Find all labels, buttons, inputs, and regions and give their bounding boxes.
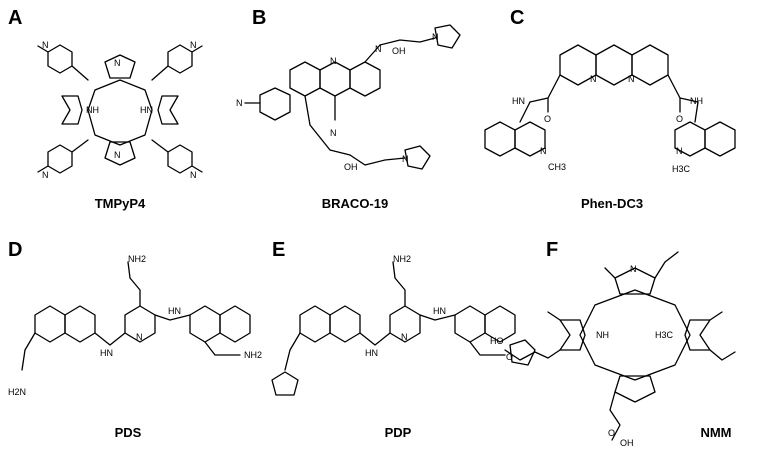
compound-name-phendc3: Phen-DC3: [581, 196, 643, 211]
panel-b: B N N OH N N N OH N BRACO-19: [236, 7, 461, 211]
panel-label-d: D: [8, 239, 22, 261]
atom-label: N: [42, 40, 49, 50]
atom-label: NH2: [393, 254, 411, 264]
atom-label: N: [114, 58, 121, 68]
atom-label: H3C: [672, 164, 691, 174]
atom-label: N: [540, 146, 547, 156]
compound-name-pdp: PDP: [385, 425, 412, 440]
compound-name-nmm: NMM: [700, 425, 731, 440]
atom-label: O: [676, 114, 683, 124]
panel-c: C N N HN NH O O N CH3 N H3C Phen-DC3: [484, 7, 736, 211]
atom-label: N: [401, 332, 408, 342]
atom-label: N: [114, 150, 121, 160]
panel-label-e: E: [272, 239, 285, 261]
panel-f: F HO O O OH NH H3C N NMM: [490, 239, 736, 448]
pds-structure: NH2 H2N NH2 HN HN N: [8, 254, 262, 397]
atom-label: NH: [86, 105, 99, 115]
tmpyp4-structure: N N NH HN N N N N: [37, 40, 203, 180]
atom-label: N: [432, 32, 439, 42]
atom-label: NH2: [128, 254, 146, 264]
atom-label: OH: [392, 46, 406, 56]
atom-label: O: [544, 114, 551, 124]
atom-label: OH: [344, 162, 358, 172]
atom-label: N: [330, 128, 337, 138]
atom-label: N: [402, 154, 409, 164]
atom-label: N: [676, 146, 683, 156]
atom-label: N: [590, 74, 597, 84]
atom-label: CH3: [548, 162, 566, 172]
braco19-structure: N N OH N N N OH N: [236, 24, 461, 172]
atom-label: N: [190, 170, 197, 180]
atom-label: N: [628, 74, 635, 84]
compound-name-pds: PDS: [115, 425, 142, 440]
atom-label: HN: [168, 306, 181, 316]
atom-label: O: [608, 428, 615, 438]
compound-name-tmpyp4: TMPyP4: [95, 196, 146, 211]
atom-label: HN: [100, 348, 113, 358]
panel-d: D NH2 H2N NH2 HN HN N PDS: [8, 239, 262, 440]
panel-e: E NH2 HN HN N PDP: [271, 239, 536, 440]
atom-label: HN: [433, 306, 446, 316]
atom-label: HN: [365, 348, 378, 358]
phendc3-structure: N N HN NH O O N CH3 N H3C: [484, 44, 736, 174]
atom-label: N: [236, 98, 243, 108]
atom-label: NH2: [244, 350, 262, 360]
pdp-structure: NH2 HN HN N: [271, 254, 536, 396]
atom-label: NH: [596, 330, 609, 340]
panel-a: A N N NH HN N N N N TMPyP4: [8, 7, 203, 211]
panel-label-b: B: [252, 7, 266, 29]
atom-label: HN: [140, 105, 153, 115]
panel-label-a: A: [8, 7, 22, 29]
atom-label: N: [190, 40, 197, 50]
atom-label: H3C: [655, 330, 674, 340]
atom-label: HO: [490, 336, 504, 346]
atom-label: OH: [620, 438, 634, 448]
atom-label: O: [506, 352, 513, 362]
panel-label-f: F: [546, 239, 558, 261]
atom-label: N: [630, 264, 637, 274]
nmm-structure: HO O O OH NH H3C N: [490, 251, 736, 448]
panel-label-c: C: [510, 7, 524, 29]
atom-label: NH: [690, 96, 703, 106]
atom-label: N: [42, 170, 49, 180]
atom-label: N: [375, 44, 382, 54]
compound-name-braco19: BRACO-19: [322, 196, 388, 211]
atom-label: HN: [512, 96, 525, 106]
atom-label: H2N: [8, 387, 26, 397]
atom-label: N: [330, 56, 337, 66]
atom-label: N: [136, 332, 143, 342]
